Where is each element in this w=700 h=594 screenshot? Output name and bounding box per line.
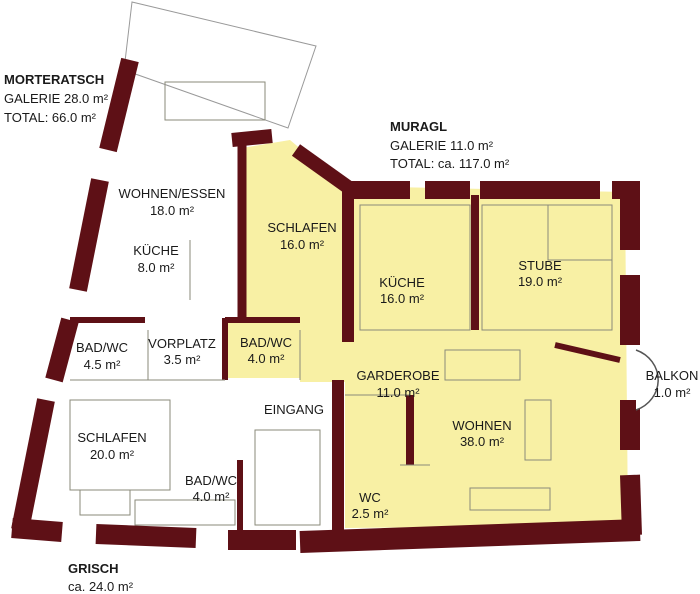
room-wc: WC xyxy=(359,490,381,505)
morteratsch-galerie: GALERIE 28.0 m² xyxy=(4,91,109,106)
room-bad-morteratsch: BAD/WC xyxy=(76,340,128,355)
grisch-total: ca. 24.0 m² xyxy=(68,579,134,594)
room-wohnen-essen-area: 18.0 m² xyxy=(150,203,195,218)
room-kueche-morteratsch: KÜCHE xyxy=(133,243,179,258)
room-balkon-area: 1.0 m² xyxy=(654,385,692,400)
morteratsch-title: MORTERATSCH xyxy=(4,72,104,87)
interior-lines xyxy=(69,81,613,526)
room-schlafen-muragl-area: 16.0 m² xyxy=(280,237,325,252)
room-kueche-muragl-area: 16.0 m² xyxy=(380,291,425,306)
grisch-title: GRISCH xyxy=(68,561,119,576)
walls xyxy=(11,57,642,553)
room-schlafen-muragl: SCHLAFEN xyxy=(267,220,336,235)
muragl-title: MURAGL xyxy=(390,119,447,134)
room-balkon: BALKON xyxy=(646,368,699,383)
muragl-area xyxy=(228,140,628,528)
room-vorplatz: VORPLATZ xyxy=(148,336,216,351)
room-vorplatz-area: 3.5 m² xyxy=(164,352,202,367)
room-stube: STUBE xyxy=(518,258,562,273)
room-garderobe: GARDEROBE xyxy=(356,368,439,383)
room-garderobe-area: 11.0 m² xyxy=(376,385,420,400)
room-kueche-muragl: KÜCHE xyxy=(379,275,425,290)
room-wohnen-essen: WOHNEN/ESSEN xyxy=(119,186,226,201)
room-bad-morteratsch-area: 4.5 m² xyxy=(84,357,122,372)
room-bad-muragl-area: 4.0 m² xyxy=(248,351,286,366)
room-bad-grisch-area: 4.0 m² xyxy=(193,489,231,504)
room-kueche-morteratsch-area: 8.0 m² xyxy=(138,260,176,275)
morteratsch-total: TOTAL: 66.0 m² xyxy=(4,110,97,125)
room-bad-grisch: BAD/WC xyxy=(185,473,237,488)
muragl-galerie: GALERIE 11.0 m² xyxy=(390,138,494,153)
room-bad-muragl: BAD/WC xyxy=(240,335,292,350)
room-eingang: EINGANG xyxy=(264,402,324,417)
room-stube-area: 19.0 m² xyxy=(518,274,563,289)
room-wohnen: WOHNEN xyxy=(452,418,511,433)
galerie-outline xyxy=(123,1,317,129)
muragl-total: TOTAL: ca. 117.0 m² xyxy=(390,156,510,171)
room-wohnen-area: 38.0 m² xyxy=(460,434,505,449)
balkon xyxy=(635,349,659,411)
room-schlafen-grisch-area: 20.0 m² xyxy=(90,447,135,462)
room-wc-area: 2.5 m² xyxy=(352,506,390,521)
room-schlafen-grisch: SCHLAFEN xyxy=(77,430,146,445)
